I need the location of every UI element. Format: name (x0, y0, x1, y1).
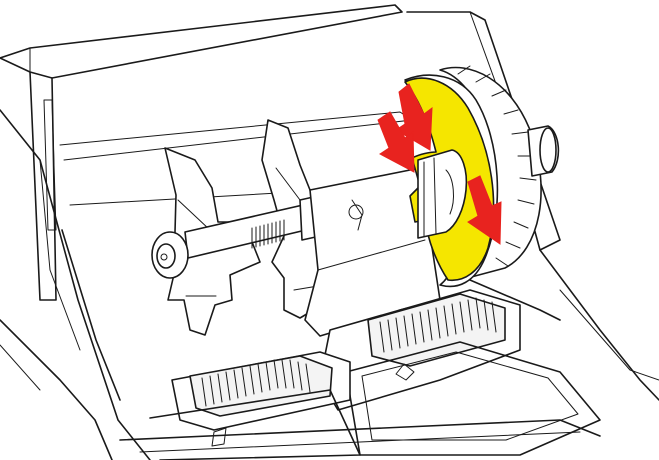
front-rail (119, 419, 601, 453)
arrow-down-right-icon (395, 83, 433, 151)
roll-spindle-flange (404, 77, 495, 281)
print-module-left (149, 351, 361, 460)
arrow-down-right-icon (377, 111, 415, 173)
lower-arrow-2 (467, 175, 502, 245)
arrow-down-right-icon (467, 175, 502, 245)
printer-housing (0, 4, 659, 460)
upper-arrow (395, 83, 433, 151)
lower-arrow (377, 111, 415, 173)
print-module-right (319, 289, 601, 456)
